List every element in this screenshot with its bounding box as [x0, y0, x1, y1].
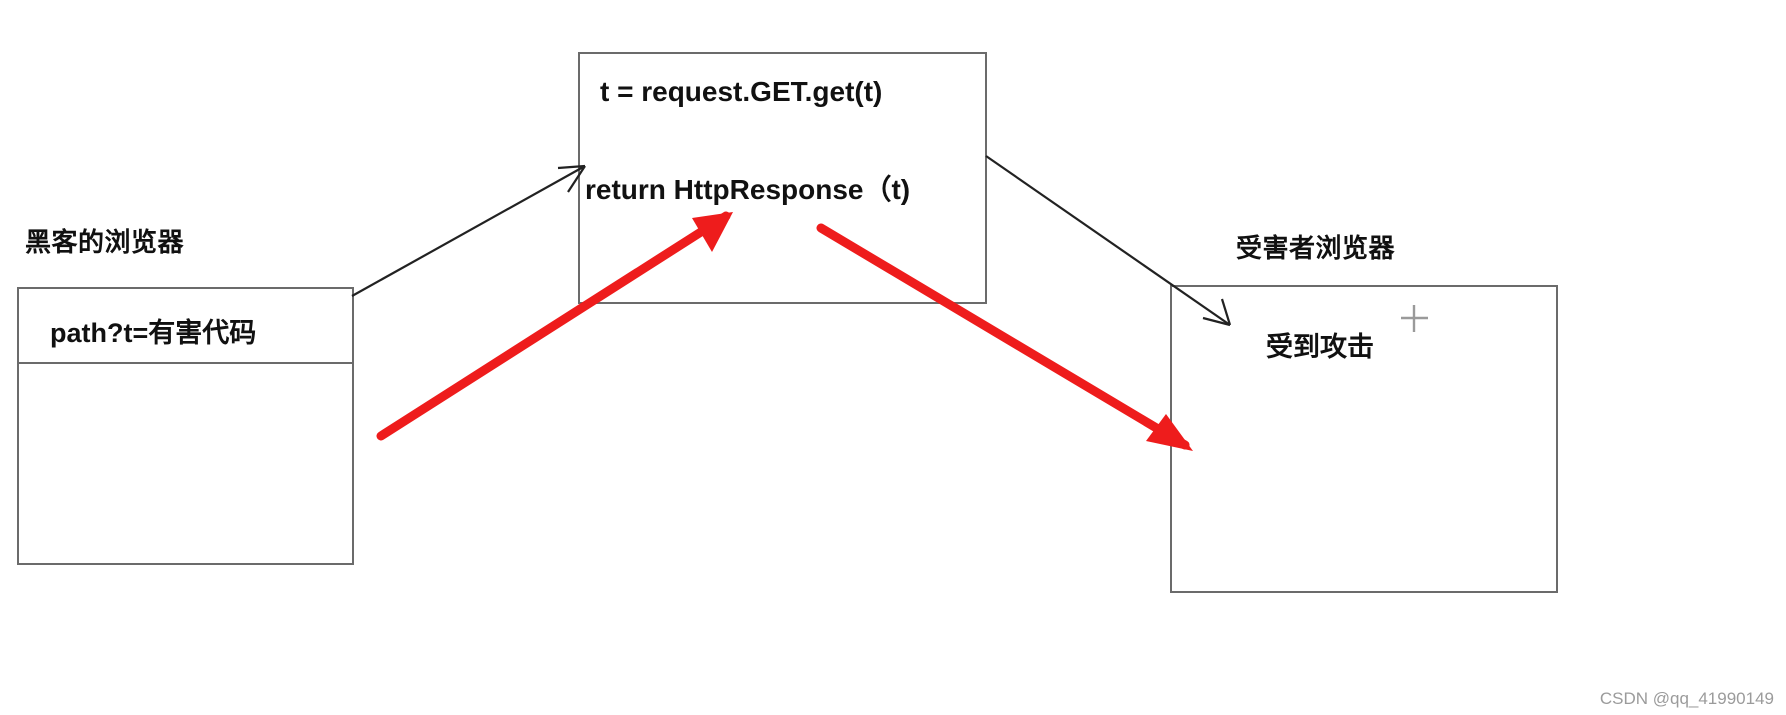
victim-browser-label: 受害者浏览器 — [1236, 233, 1396, 263]
arrow-hacker-to-server-icon — [351, 164, 586, 297]
hacker-address-bar-divider — [19, 362, 352, 364]
victim-attacked-text: 受到攻击 — [1266, 332, 1374, 362]
victim-browser-window — [1170, 285, 1558, 593]
hacker-url-text: path?t=有害代码 — [50, 318, 257, 348]
hacker-browser-window — [17, 287, 354, 565]
code-line-request-get: t = request.GET.get(t) — [600, 76, 883, 107]
code-line-http-response: return HttpResponse（t) — [585, 174, 911, 205]
hacker-browser-label: 黑客的浏览器 — [25, 227, 185, 257]
csdn-watermark: CSDN @qq_41990149 — [1599, 689, 1774, 708]
